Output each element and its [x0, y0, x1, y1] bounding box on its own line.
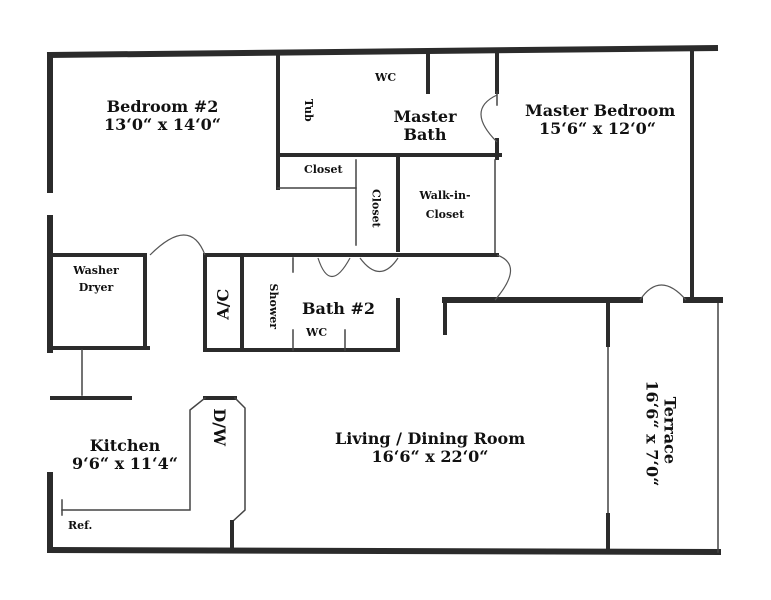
living-name: Living / Dining Room: [335, 429, 526, 448]
terrace-door: [639, 284, 687, 301]
master-bath-label: Master Bath: [385, 107, 465, 145]
walkin-line1: Walk-in-: [419, 189, 471, 202]
kitchen-name: Kitchen: [89, 436, 161, 455]
walkin-line2: Closet: [425, 207, 465, 221]
ref-label: Ref.: [68, 519, 93, 532]
washer-line: Washer: [73, 264, 119, 277]
bedroom2-size: 13‘0“ x 14‘0“: [103, 115, 222, 135]
living-size: 16‘6“ x 22‘0“: [371, 447, 489, 467]
bath2-door: [317, 257, 351, 277]
tub-label: Tub: [301, 98, 315, 122]
closet-door: [359, 257, 399, 273]
living-label: Living / Dining Room 16‘6“ x 22‘0“: [335, 429, 526, 467]
terrace-size: 16‘6“ x 7‘0“: [642, 380, 661, 487]
master-bedroom-label: Master Bedroom 15‘6“ x 12‘0“: [525, 101, 676, 139]
outer-wall-top: [46, 44, 719, 59]
kitchen-label: Kitchen 9‘6“ x 11‘4“: [70, 436, 180, 474]
outer-wall-bottom: [46, 546, 722, 556]
master-bedroom-name: Master Bedroom: [525, 101, 676, 120]
walkin-label: Walk-in- Closet: [415, 189, 475, 221]
shower-label: Shower: [267, 283, 281, 330]
closet-h-label: Closet: [304, 163, 343, 176]
bedroom2-name: Bedroom #2: [106, 97, 219, 116]
dw-label: D/W: [210, 408, 230, 447]
kitchen-counter: [61, 396, 207, 511]
ac-label: A/C: [213, 288, 233, 320]
master-bath-line1: Master: [393, 107, 457, 126]
closet-v-label: Closet: [369, 189, 383, 228]
walkin-door: [494, 254, 512, 301]
dryer-line: Dryer: [78, 280, 114, 294]
terrace-label: Terrace 16‘6“ x 7‘0“: [642, 380, 680, 487]
wc-bottom-label: WC: [306, 326, 328, 339]
bedroom2-door: [149, 234, 206, 256]
kitchen-size: 9‘6“ x 11‘4“: [72, 454, 178, 474]
master-bedroom-size: 15‘6“ x 12‘0“: [538, 119, 657, 139]
terrace-name: Terrace: [660, 396, 680, 465]
bedroom2-label: Bedroom #2 13‘0“ x 14‘0“: [95, 97, 230, 135]
master-bath-door: [480, 94, 498, 143]
bath2-label: Bath #2: [302, 299, 376, 318]
dw-counter: [230, 396, 246, 524]
master-bath-line2: Bath: [403, 125, 447, 145]
washer-dryer-label: Washer Dryer: [66, 264, 126, 294]
wc-top-label: WC: [375, 71, 397, 84]
